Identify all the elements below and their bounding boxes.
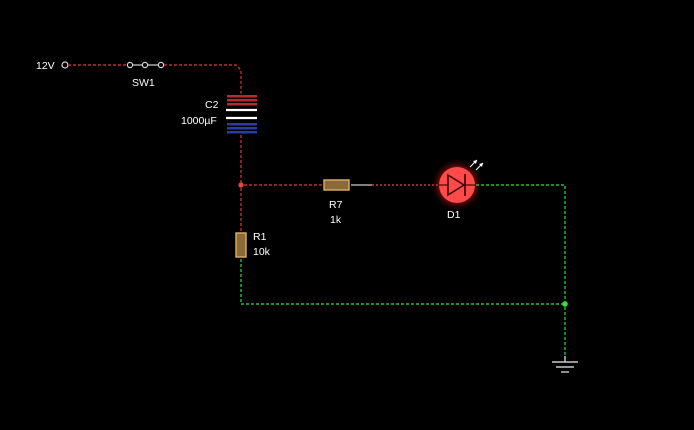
resistor-r7-body xyxy=(323,179,350,191)
junction-node-top[interactable] xyxy=(238,182,244,188)
capacitor-value: 1000µF xyxy=(181,115,217,127)
capacitor-c2[interactable]: C2 1000µF xyxy=(181,95,257,134)
switch-pivot xyxy=(141,61,149,69)
junction-node-ground[interactable] xyxy=(562,301,568,307)
voltage-source-label: 12V xyxy=(36,60,55,72)
light-arrows-icon xyxy=(469,159,484,171)
switch-terminal-left xyxy=(126,61,134,69)
resistor-r1-value: 10k xyxy=(253,246,271,258)
voltage-source-12v[interactable]: 12V xyxy=(36,60,69,72)
source-terminal[interactable] xyxy=(61,61,69,69)
led-d1[interactable]: D1 xyxy=(431,159,484,221)
charge-dots-bottom-1 xyxy=(227,123,257,126)
resistor-r7-label: R7 xyxy=(329,199,343,211)
ground-icon[interactable] xyxy=(552,356,578,373)
capacitor-label: C2 xyxy=(205,99,219,111)
wire-led-ground-rail[interactable] xyxy=(476,184,566,302)
resistor-r7-value: 1k xyxy=(330,214,342,226)
wire-r1-ground-rail[interactable] xyxy=(240,259,563,305)
charge-dots-bottom-2 xyxy=(227,127,257,130)
resistor-r1[interactable]: R1 10k xyxy=(235,231,271,258)
led-label: D1 xyxy=(447,209,461,221)
led-triangle xyxy=(447,173,466,197)
switch-label: SW1 xyxy=(132,77,155,89)
switch-terminal-right xyxy=(157,61,165,69)
resistor-r1-body xyxy=(235,232,247,258)
wire-switch-capacitor[interactable] xyxy=(164,64,242,96)
charge-dots-top-2 xyxy=(227,99,257,102)
charge-dots-top-1 xyxy=(227,95,257,98)
charge-dots-top-3 xyxy=(227,103,257,106)
charge-dots-bottom-3 xyxy=(227,131,257,134)
switch-sw1[interactable]: SW1 xyxy=(126,61,165,89)
resistor-r7[interactable]: R7 1k xyxy=(323,179,350,226)
resistor-r1-label: R1 xyxy=(253,231,267,243)
